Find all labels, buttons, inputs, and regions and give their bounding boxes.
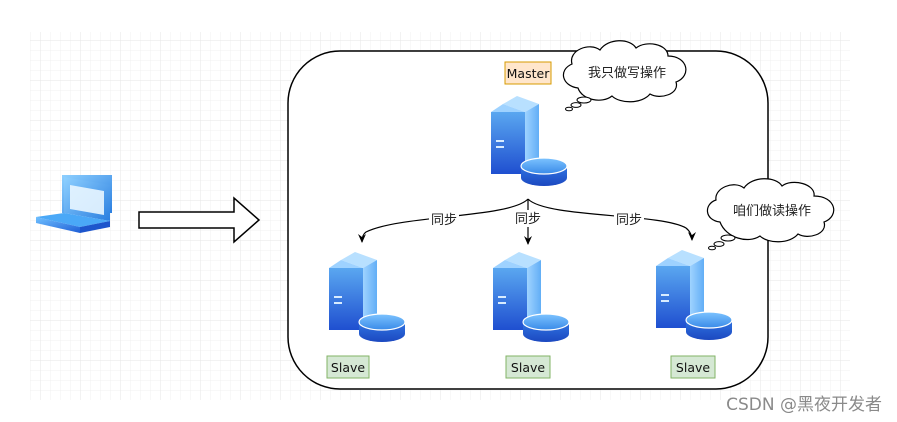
watermark: CSDN @黑夜开发者 [726,395,882,415]
slave-thought-bubble: 咱们做读操作 [706,178,835,251]
slave-label-box-2 [505,355,551,379]
slave-label-2: Slave [511,360,545,375]
slave-label-box-3 [670,355,716,379]
laptop-icon [36,175,112,233]
master-label-box [504,61,552,85]
sync-arrow-left [358,198,529,243]
sync-arrow-right [527,198,696,241]
slave-bubble-text: 咱们做读操作 [733,203,811,219]
master-label: Master [507,66,551,81]
sync-label-middle: 同步 [515,212,541,227]
slave-label-3: Slave [676,360,710,375]
sync-label-left: 同步 [431,213,457,228]
master-thought-bubble: 我只做写操作 [562,40,687,112]
sync-label-right: 同步 [616,213,642,228]
flow-block-arrow [138,196,261,244]
slave-label-1: Slave [331,360,365,375]
slave-label-box-1 [326,355,370,379]
master-bubble-text: 我只做写操作 [588,65,666,81]
